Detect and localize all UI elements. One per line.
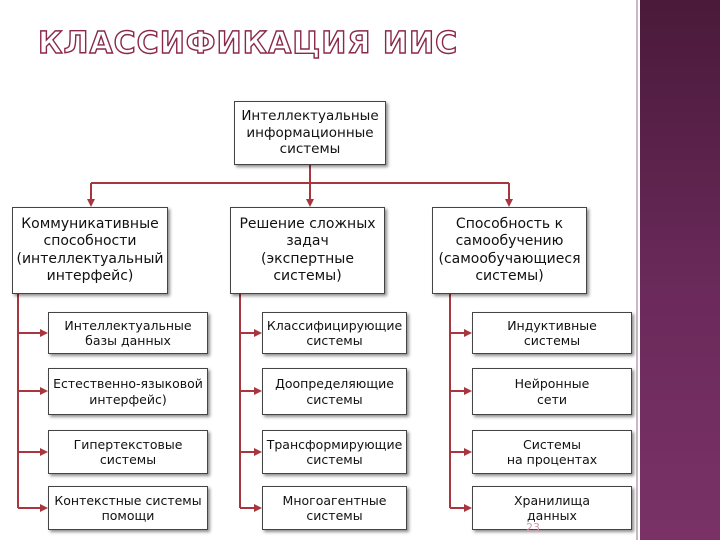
subitem-box-inductive-systems: Индуктивные системы	[472, 312, 632, 354]
subitem-box-hypertext-systems: Гипертекстовые системы	[48, 430, 208, 474]
category-box-self-learning: Способность к самообучению (самообучающи…	[432, 207, 587, 294]
subitem-box-neural-networks: Нейронные сети	[472, 368, 632, 415]
sidebar-divider	[636, 0, 638, 540]
subitem-box-refining-systems: Доопределяющие системы	[262, 368, 407, 415]
page-number: 23	[526, 521, 540, 534]
subitem-box-transforming-systems: Трансформирующие системы	[262, 430, 407, 474]
subitem-box-context-help-systems: Контекстные системы помощи	[48, 486, 208, 530]
category-box-complex-tasks: Решение сложных задач (экспертные систем…	[230, 207, 385, 294]
decorative-sidebar	[640, 0, 720, 540]
subitem-box-data-warehouses: Хранилища данных	[472, 486, 632, 530]
subitem-box-intelligent-databases: Интеллектуальные базы данных	[48, 312, 208, 354]
subitem-box-natural-language-interface: Естественно-языковой интерфейс)	[48, 368, 208, 415]
category-box-communication: Коммуникативные способности (интеллектуа…	[12, 207, 168, 294]
connector-lines	[17, 165, 513, 512]
subitem-box-classifying-systems: Классифицирующие системы	[262, 312, 407, 354]
root-box: Интеллектуальные информационные системы	[234, 101, 386, 165]
slide-title: КЛАССИФИКАЦИЯ ИИС	[37, 25, 459, 61]
subitem-box-percent-systems: Системы на процентах	[472, 430, 632, 474]
subitem-box-multiagent-systems: Многоагентные системы	[262, 486, 407, 530]
